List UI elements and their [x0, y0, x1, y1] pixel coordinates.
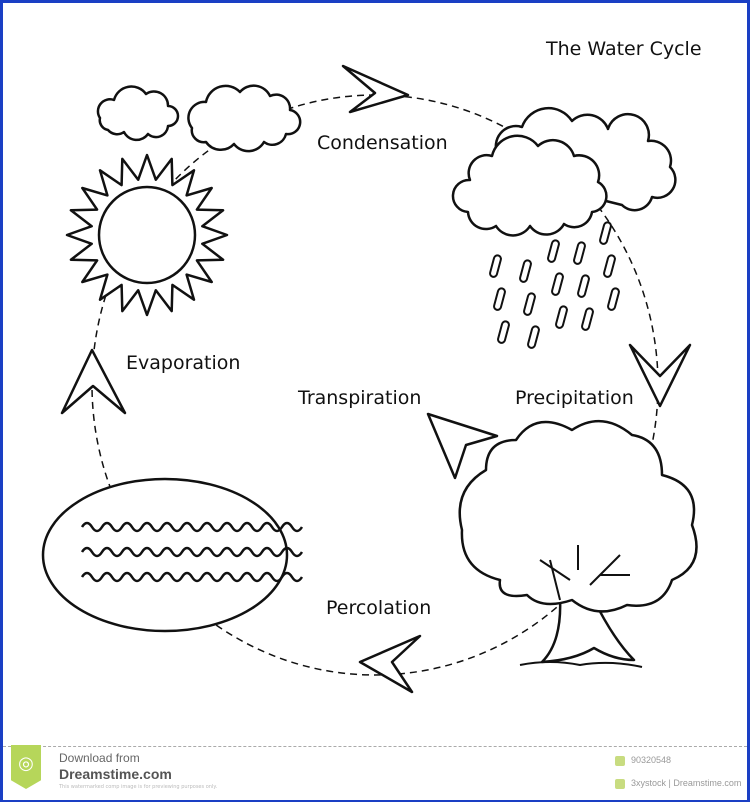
raindrop [523, 292, 536, 316]
watermark-bar: ◎ Download from Dreamstime.com This wate… [3, 745, 747, 800]
arrow-precipitation-icon [628, 343, 692, 408]
sun-icon [65, 153, 229, 317]
label-transpiration: Transpiration [298, 387, 422, 409]
dreamstime-logo-icon: ◎ [11, 745, 41, 789]
raindrop [497, 320, 510, 344]
arrow-transpiration-icon [426, 412, 499, 480]
raindrop [547, 239, 560, 263]
watermark-credit: 3xystock | Dreamstime.com [631, 778, 742, 788]
label-evaporation: Evaporation [126, 352, 241, 374]
raindrop [573, 241, 586, 265]
author-icon [615, 779, 625, 789]
raindrop [551, 272, 564, 296]
arrow-percolation-icon [358, 634, 422, 694]
raindrop [599, 221, 612, 245]
raindrop [581, 307, 594, 331]
label-precipitation: Precipitation [515, 387, 634, 409]
raindrops-icon [489, 221, 620, 349]
raindrop [555, 305, 568, 329]
watermark-download-text: Download from [59, 751, 140, 765]
arrow-evaporation-icon [60, 348, 127, 415]
cloud-small-icon [96, 85, 180, 142]
watermark-note: This watermarked comp image is for previ… [59, 784, 218, 790]
raindrop [607, 287, 620, 311]
raindrop [603, 254, 616, 278]
image-id-icon [615, 756, 625, 766]
raindrop [577, 274, 590, 298]
tree-icon [458, 419, 698, 668]
cloud-medium-icon [187, 84, 302, 153]
raindrop [489, 254, 502, 278]
raindrop [519, 259, 532, 283]
watermark-image-id: 90320548 [631, 755, 672, 765]
raindrop [493, 287, 506, 311]
rain-cloud-icon [451, 106, 677, 237]
lake-icon [41, 477, 304, 633]
diagram-title: The Water Cycle [546, 38, 702, 60]
label-percolation: Percolation [326, 597, 432, 619]
raindrop [527, 325, 540, 349]
arrow-condensation-icon [341, 64, 410, 114]
watermark-site: Dreamstime.com [59, 766, 172, 782]
label-condensation: Condensation [317, 132, 448, 154]
